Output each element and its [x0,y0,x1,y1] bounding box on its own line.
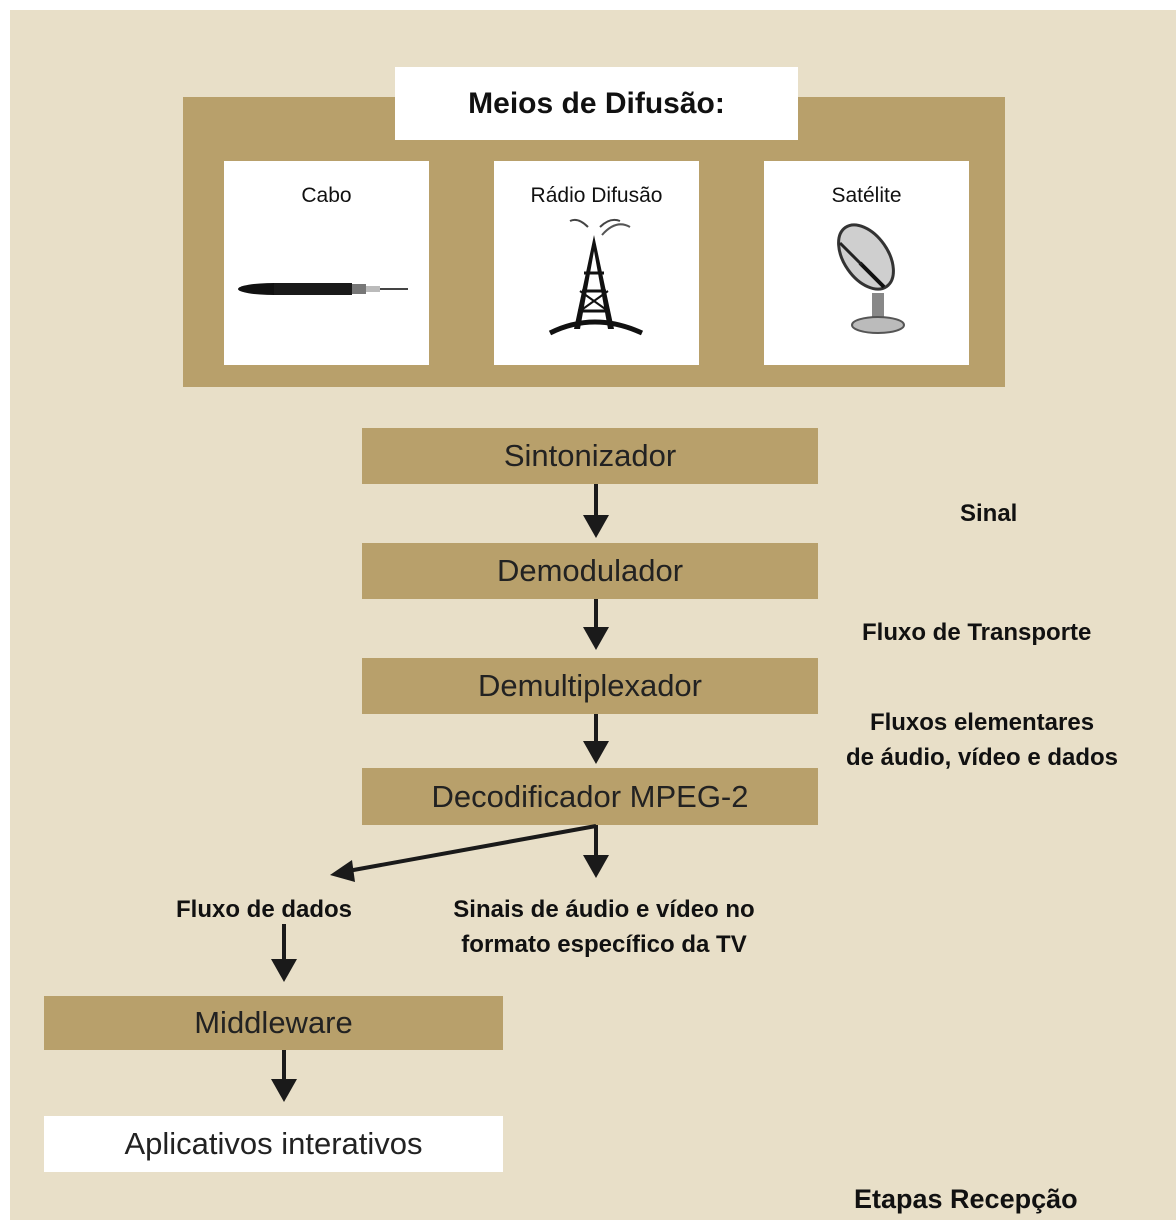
av-signals-label: Sinais de áudio e vídeo no formato espec… [414,892,794,962]
data-stream-label: Fluxo de dados [176,896,353,923]
diagram-caption: Etapas Recepção [854,1184,1078,1214]
demultiplexer-stage: Demultiplexador [362,658,818,714]
decoder-stage: Decodificador MPEG-2 [362,768,818,825]
arrow-demodulator-to-demultiplexer [583,599,609,650]
coax-cable-icon [238,283,408,295]
arrow-demultiplexer-to-decoder [583,714,609,764]
media-card-radio: Rádio Difusão [494,161,699,365]
media-card-cable: Cabo [224,161,429,365]
arrow-tuner-to-demodulator [583,484,609,538]
av-signals-line1: Sinais de áudio e vídeo no [453,896,755,923]
elementary-streams-line1: Fluxos elementares [869,709,1095,736]
arrow-middleware-to-apps [271,1050,297,1102]
elementary-streams-line2: de áudio, vídeo e dados [845,744,1119,771]
av-signals-line2: formato específico da TV [461,931,747,958]
demodulator-stage: Demodulador [362,543,818,599]
transport-stream-label: Fluxo de Transporte [862,619,1092,646]
broadcast-media-title: Meios de Difusão: [395,67,798,140]
satellite-dish-icon [837,223,905,334]
arrow-decoder-to-data-stream [330,824,597,882]
elementary-streams-label: Fluxos elementares de áudio, vídeo e dad… [832,705,1132,775]
media-label-satellite: Satélite [831,184,902,207]
arrow-decoder-to-av-signals [583,825,609,878]
media-label-cable: Cabo [301,184,352,207]
middleware-stage: Middleware [44,996,503,1050]
arrow-data-stream-to-middleware [271,924,297,982]
radio-tower-icon [548,218,644,336]
signal-label: Sinal [960,500,1018,527]
tuner-stage: Sintonizador [362,428,818,484]
media-card-satellite: Satélite [764,161,969,365]
media-label-radio: Rádio Difusão [530,184,663,207]
interactive-apps-box: Aplicativos interativos [44,1116,503,1172]
